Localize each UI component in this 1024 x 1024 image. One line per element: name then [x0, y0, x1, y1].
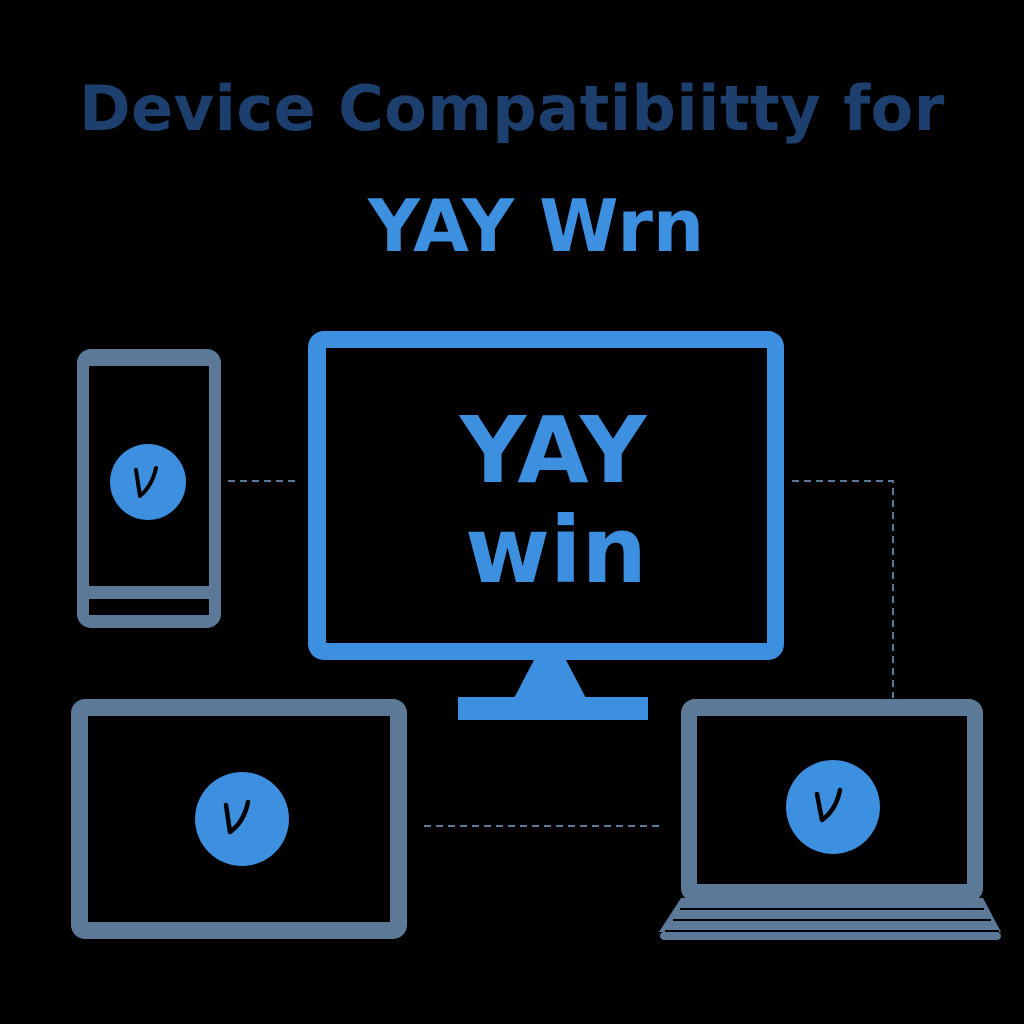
connectors — [228, 480, 894, 827]
laptop-keyboard-base — [659, 898, 1001, 932]
monitor-brand-line-1: YAY — [459, 397, 648, 504]
monitor-stand — [512, 660, 588, 702]
monitor-base — [458, 697, 648, 720]
desktop-monitor-device: YAY win — [308, 331, 784, 720]
title-line-2: YAY Wrn — [367, 184, 705, 268]
tablet-device — [71, 699, 407, 939]
laptop-device — [659, 699, 1001, 940]
monitor-brand-line-2: win — [465, 497, 647, 604]
check-shield-icon — [786, 760, 880, 854]
connector-monitor-laptop — [792, 480, 894, 698]
check-shield-icon — [195, 772, 289, 866]
smartphone-device — [77, 349, 221, 628]
check-shield-icon — [110, 444, 186, 520]
title-line-1: Device Compatibiitty for — [79, 72, 945, 145]
